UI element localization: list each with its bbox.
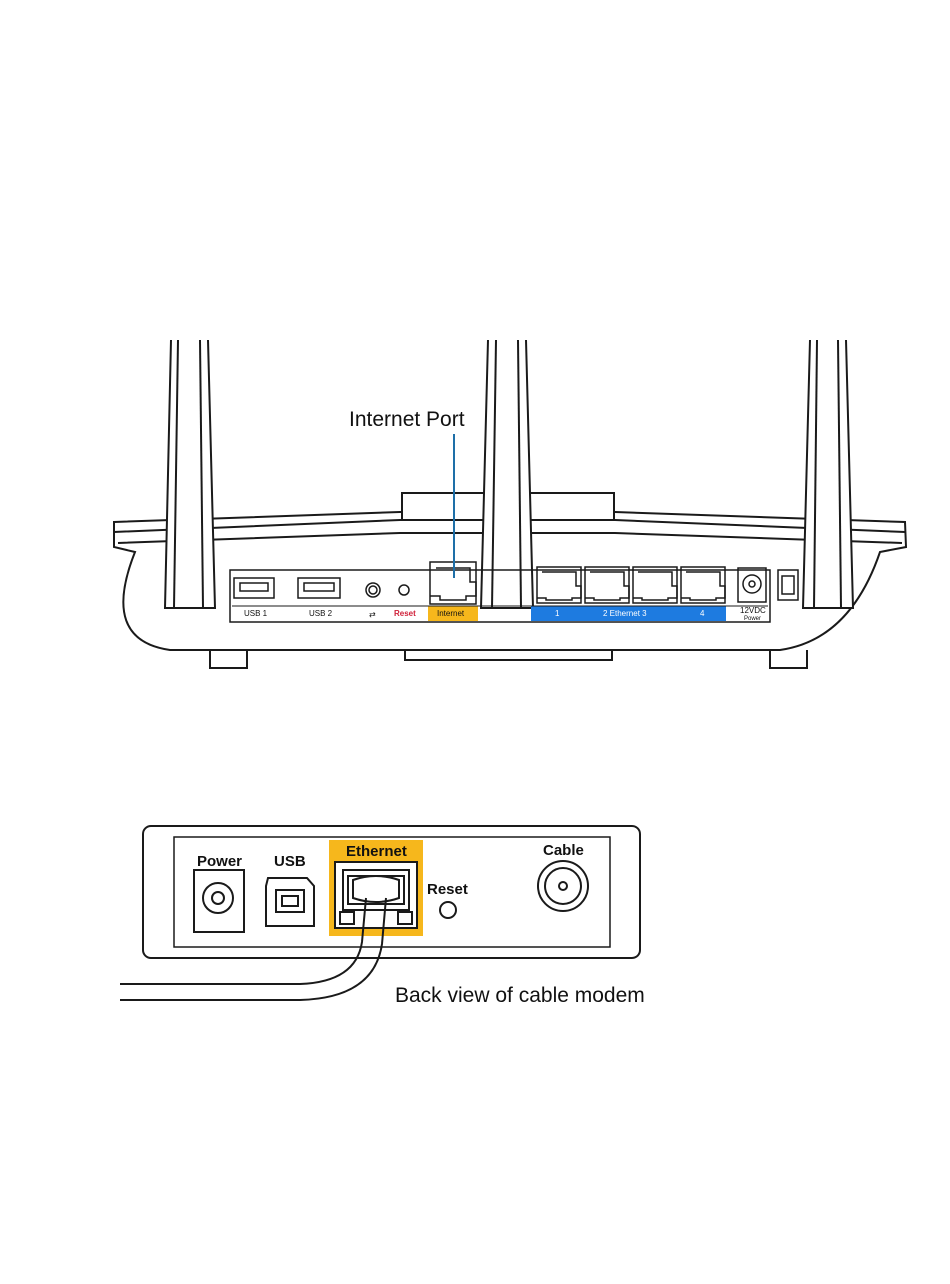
modem-ethernet-label: Ethernet bbox=[346, 843, 407, 860]
router-illustration bbox=[114, 340, 906, 668]
modem-cable-label: Cable bbox=[543, 842, 584, 859]
modem-caption: Back view of cable modem bbox=[395, 984, 645, 1007]
power-bottom-label: Power bbox=[744, 616, 761, 622]
wps-label: ⇄ bbox=[369, 610, 376, 619]
ethernet-label: 2 Ethernet 3 bbox=[603, 609, 647, 618]
usb2-label: USB 2 bbox=[309, 609, 333, 618]
power-top-label: 12VDC bbox=[740, 606, 766, 615]
modem-usb-port bbox=[266, 878, 314, 926]
modem-usb-label: USB bbox=[274, 853, 306, 870]
modem-power-jack bbox=[194, 870, 244, 932]
internet-label: Internet bbox=[437, 609, 465, 618]
modem-power-label: Power bbox=[197, 853, 242, 870]
internet-port-callout: Internet Port bbox=[349, 408, 465, 431]
ethernet-4-label: 4 bbox=[700, 609, 705, 618]
modem-reset-label: Reset bbox=[427, 881, 468, 898]
usb1-label: USB 1 bbox=[244, 609, 268, 618]
reset-label: Reset bbox=[394, 609, 416, 618]
modem-reset-button bbox=[440, 902, 456, 918]
ethernet-1-label: 1 bbox=[555, 609, 560, 618]
modem-illustration: Power USB Ethernet Reset Cable bbox=[120, 826, 640, 1000]
